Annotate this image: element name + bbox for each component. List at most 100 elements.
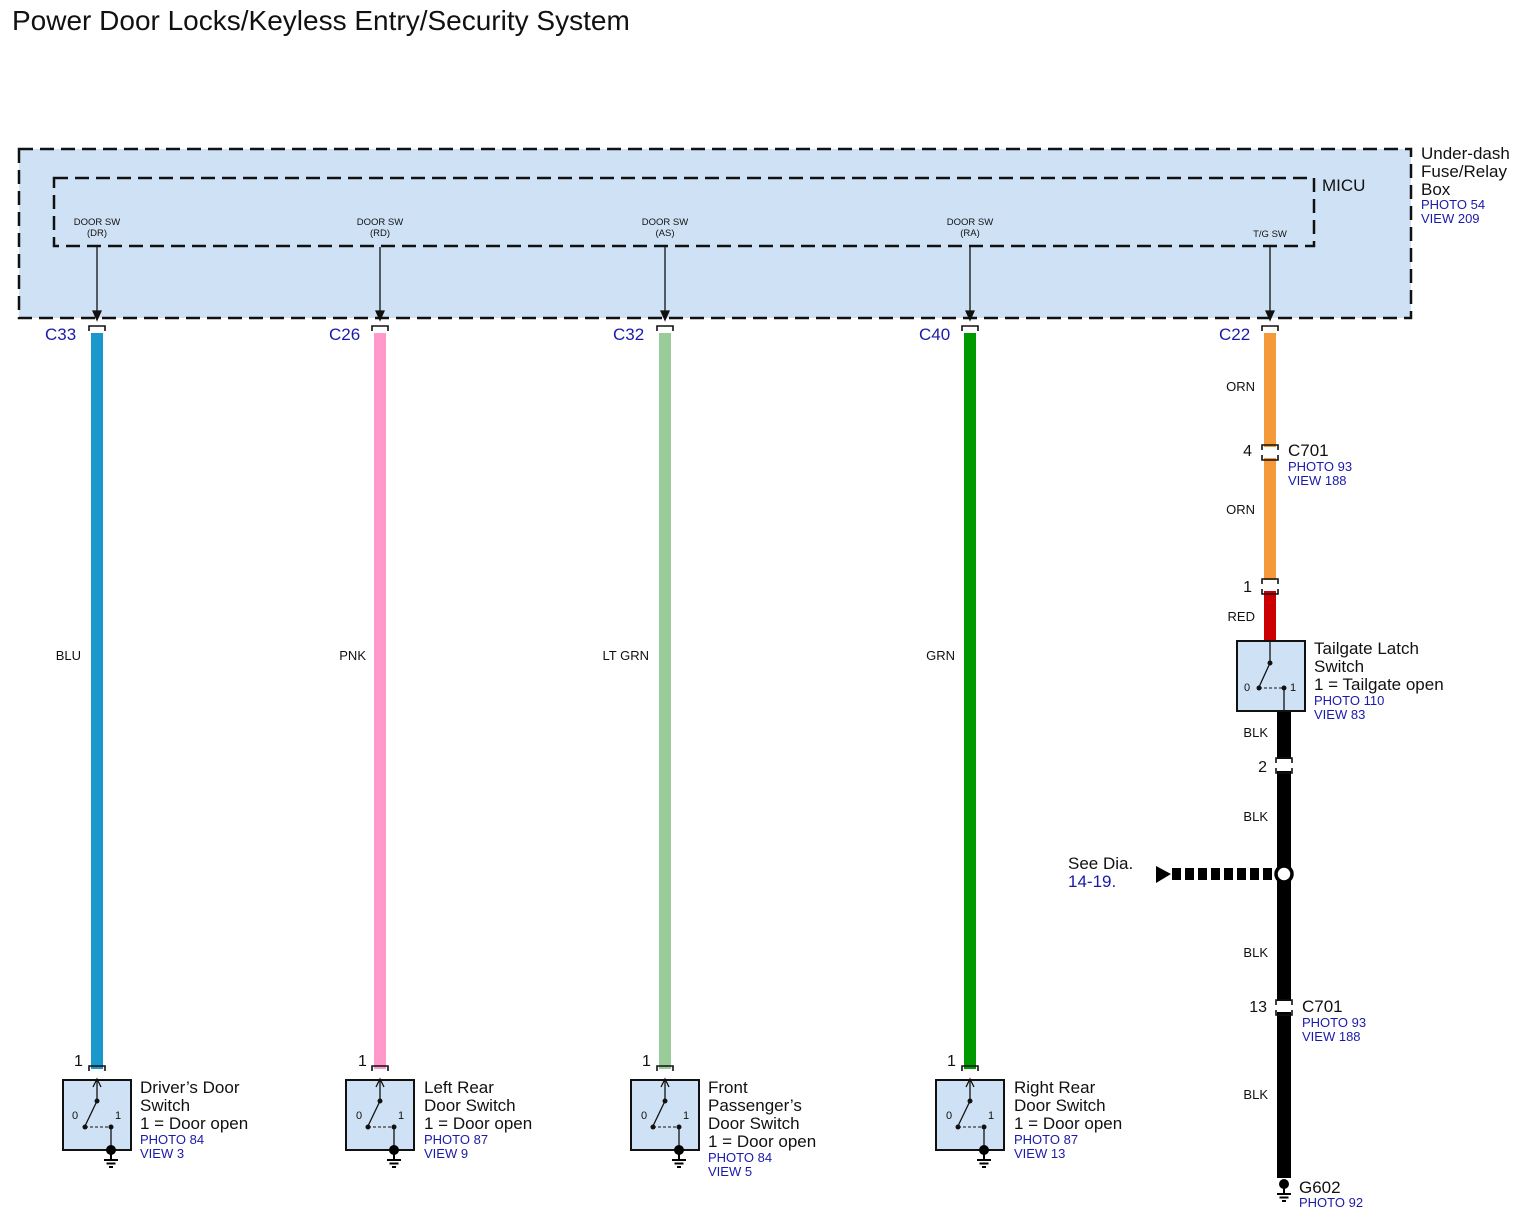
left-rear-door-switch: 0 1	[345, 1077, 415, 1168]
fuse-box-name-line-3: Box	[1421, 180, 1451, 199]
pin-sublabel-dr: (DR)	[87, 228, 107, 239]
pin-sublabel-rd: (RD)	[370, 228, 390, 239]
front-passenger-switch-pos-1: 1	[683, 1110, 689, 1122]
right-rear-switch-pos-0: 0	[946, 1110, 952, 1122]
wire-blu	[91, 333, 103, 1069]
right-rear-switch-pin: 1	[947, 1053, 956, 1070]
drivers-switch-line-1: Driver’s Door	[140, 1078, 240, 1097]
tailgate-switch-line-1: Tailgate Latch	[1314, 639, 1419, 658]
tailgate-switch-pos-1: 1	[1290, 682, 1296, 694]
c701-bottom-photo: PHOTO 93	[1302, 1015, 1366, 1030]
pin-sublabel-ra: (RA)	[960, 228, 980, 239]
left-rear-switch-line-3: 1 = Door open	[424, 1114, 532, 1133]
c701-top-photo: PHOTO 93	[1288, 459, 1352, 474]
front-passenger-switch-line-2: Passenger’s	[708, 1096, 802, 1115]
left-rear-switch-pos-0: 0	[356, 1110, 362, 1122]
right-rear-switch-photo: PHOTO 87	[1014, 1132, 1078, 1147]
front-passenger-switch-line-1: Front	[708, 1078, 748, 1097]
pin-label-dr: DOOR SW	[74, 217, 120, 228]
connector-ticks	[88, 325, 1293, 1071]
front-passenger-switch-photo: PHOTO 84	[708, 1150, 772, 1165]
pin-label-tg: T/G SW	[1253, 229, 1287, 240]
front-passenger-door-switch: 0 1	[630, 1077, 700, 1168]
blk-wire-pin-2: 2	[1258, 759, 1267, 776]
ground-g602-name: G602	[1299, 1178, 1341, 1197]
drivers-switch-pos-0: 0	[72, 1110, 78, 1122]
drivers-switch-view: VIEW 3	[140, 1146, 184, 1161]
front-passenger-switch-pin: 1	[642, 1053, 651, 1070]
pin-sublabel-as: (AS)	[656, 228, 675, 239]
right-rear-switch-view: VIEW 13	[1014, 1146, 1065, 1161]
wire-grn	[964, 333, 976, 1069]
wire-label-blk-1: BLK	[1243, 725, 1268, 740]
left-rear-switch-line-2: Door Switch	[424, 1096, 516, 1115]
front-passenger-switch-line-4: 1 = Door open	[708, 1132, 816, 1151]
right-rear-switch-line-1: Right Rear	[1014, 1078, 1096, 1097]
tailgate-switch-pos-0: 0	[1244, 682, 1250, 694]
ground-g602-photo: PHOTO 92	[1299, 1195, 1363, 1210]
wire-label-red: RED	[1228, 609, 1255, 624]
micu-label: MICU	[1322, 176, 1365, 195]
front-passenger-switch-line-3: Door Switch	[708, 1114, 800, 1133]
left-rear-switch-view: VIEW 9	[424, 1146, 468, 1161]
wire-orn-lower	[1264, 458, 1276, 580]
arrow-ra	[964, 310, 976, 322]
right-rear-switch-line-3: 1 = Door open	[1014, 1114, 1122, 1133]
front-passenger-switch-view: VIEW 5	[708, 1164, 752, 1179]
drivers-switch-pos-1: 1	[115, 1110, 121, 1122]
wire-blk-3	[1277, 1012, 1291, 1178]
wire-pnk	[374, 333, 386, 1069]
tailgate-latch-switch: 0 1	[1236, 640, 1306, 712]
micu-box	[52, 176, 1316, 248]
drivers-switch-pin: 1	[74, 1053, 83, 1070]
left-rear-switch-pos-1: 1	[398, 1110, 404, 1122]
splice-see-diagram	[1156, 864, 1294, 884]
fuse-box-name-line-1: Under-dash	[1421, 144, 1510, 163]
wire-label-pnk: PNK	[339, 648, 366, 663]
fuse-box-view-ref: VIEW 209	[1421, 211, 1480, 226]
wire-blk-1	[1277, 712, 1291, 759]
wire-label-blu: BLU	[56, 648, 81, 663]
arrow-rd	[374, 310, 386, 322]
wire-orn-upper	[1264, 333, 1276, 447]
red-wire-pin: 1	[1243, 579, 1252, 596]
fuse-relay-box	[17, 147, 1413, 320]
connector-c40: C40	[919, 325, 950, 344]
arrow-tg	[1264, 310, 1276, 322]
wire-label-grn: GRN	[926, 648, 955, 663]
right-rear-switch-pos-1: 1	[988, 1110, 994, 1122]
fuse-box-photo-ref: PHOTO 54	[1421, 197, 1485, 212]
c701-bottom-pin: 13	[1249, 999, 1267, 1016]
page-title: Power Door Locks/Keyless Entry/Security …	[12, 5, 630, 36]
connector-c32: C32	[613, 325, 644, 344]
drivers-switch-line-2: Switch	[140, 1096, 190, 1115]
tailgate-switch-line-2: Switch	[1314, 657, 1364, 676]
c701-top-view: VIEW 188	[1288, 473, 1347, 488]
pin-arrows	[91, 247, 1276, 322]
ground-g602	[1276, 1179, 1292, 1202]
left-rear-switch-pin: 1	[358, 1053, 367, 1070]
wire-red	[1264, 591, 1276, 641]
arrow-as	[659, 310, 671, 322]
connector-c33: C33	[45, 325, 76, 344]
wire-label-blk-3: BLK	[1243, 945, 1268, 960]
right-rear-door-switch: 0 1	[935, 1077, 1005, 1168]
c701-bottom-view: VIEW 188	[1302, 1029, 1361, 1044]
left-rear-switch-photo: PHOTO 87	[424, 1132, 488, 1147]
wire-lt-grn	[659, 333, 671, 1069]
wire-label-blk-2: BLK	[1243, 809, 1268, 824]
connector-c26: C26	[329, 325, 360, 344]
fuse-box-name-line-2: Fuse/Relay	[1421, 162, 1507, 181]
drivers-switch-photo: PHOTO 84	[140, 1132, 204, 1147]
wire-blk-2	[1277, 771, 1291, 1001]
right-rear-switch-line-2: Door Switch	[1014, 1096, 1106, 1115]
connector-c22: C22	[1219, 325, 1250, 344]
c701-top-name: C701	[1288, 441, 1329, 460]
tailgate-switch-view: VIEW 83	[1314, 707, 1365, 722]
see-diagram-link[interactable]: 14-19.	[1068, 872, 1116, 891]
pin-label-as: DOOR SW	[642, 217, 688, 228]
c701-top-pin: 4	[1243, 443, 1252, 460]
arrow-dr	[91, 310, 103, 322]
drivers-door-switch: 0 1	[62, 1077, 132, 1168]
